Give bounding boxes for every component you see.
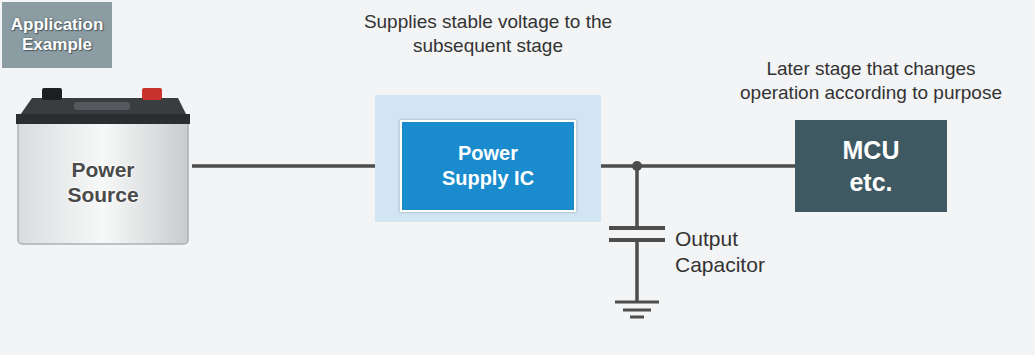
capacitor-lead [635,166,639,228]
output-capacitor-symbol [609,161,665,317]
mcu-box: Later stage that changes operation accor… [795,120,947,212]
node-label: Application Example [9,15,105,56]
ground-symbol [615,301,659,304]
battery-source: Power Source [14,84,192,246]
power-ic-box: Power Supply IC [400,120,576,212]
capacitor-plate [609,226,665,230]
ground-lead [635,240,639,302]
ground-symbol [630,316,644,319]
battery-terminal [142,88,162,100]
battery-lid-rim [16,114,190,124]
battery-terminal [42,88,62,100]
stage-description: Later stage that changes operation accor… [726,57,1016,106]
wire [576,164,795,168]
node-label: MCU etc. [826,134,916,199]
wire [192,164,400,168]
component-label: Output Capacitor [675,226,800,279]
stage-description: Supplies stable voltage to the subsequen… [348,10,628,59]
supply-band: Supplies stable voltage to the subsequen… [375,95,601,222]
section-tag: Application Example [2,2,112,68]
node-label: Power Supply IC [428,141,548,191]
node-label: Power Source [48,157,158,207]
ground-symbol [623,309,651,312]
battery-case [18,118,188,244]
battery-vent [74,102,130,110]
